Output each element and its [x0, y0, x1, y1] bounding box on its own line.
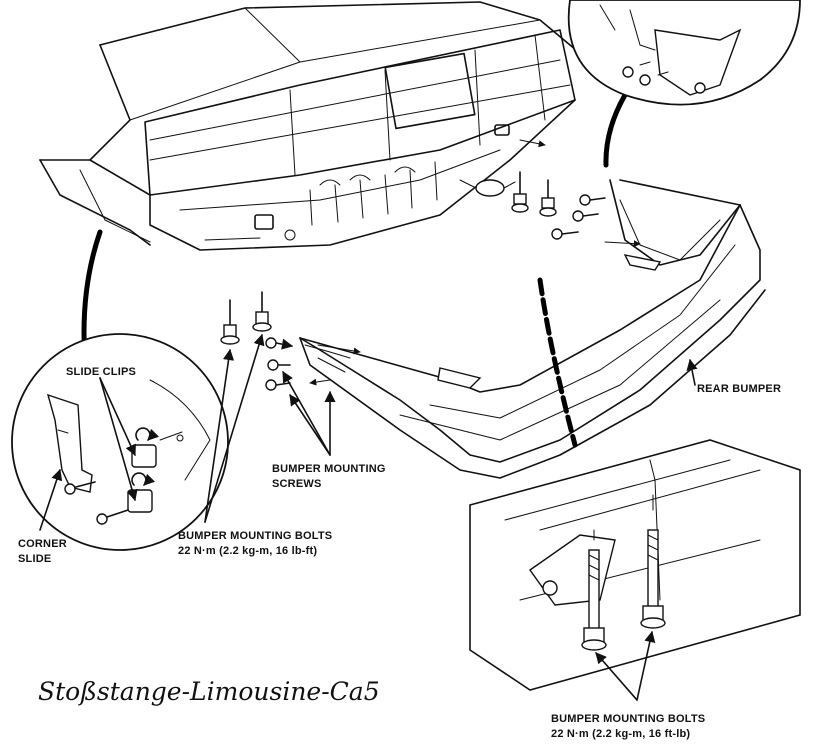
car-body-drawing — [39, 1, 601, 251]
caption-handwritten: Stoßstange-Limousine-Ca5 — [38, 677, 380, 706]
detail-bolt-1 — [581, 549, 607, 651]
bolt-right-2 — [539, 179, 557, 217]
corner-slide-label-line1: CORNER — [18, 538, 67, 550]
bumper-mounting-bolts-left-label-line1: BUMPER MOUNTING BOLTS — [178, 530, 332, 542]
bolt-right-1 — [511, 171, 529, 213]
detail-box-bottom-right — [469, 439, 801, 691]
bolt-left-2 — [252, 291, 272, 332]
bumper-mounting-bolts-right-label-line1: BUMPER MOUNTING BOLTS — [551, 713, 705, 725]
screw-left-2 — [267, 359, 291, 371]
detail-circle-top-right — [567, 0, 801, 106]
screw-left-1 — [265, 337, 294, 350]
bumper-mounting-bolts-left-torque: 22 N·m (2.2 kg-m, 16 lb-ft) — [178, 545, 317, 557]
corner-slide-label-line2: SLIDE — [18, 553, 51, 565]
bumper-mounting-bolts-right-torque: 22 N·m (2.2 kg-m, 16 ft-lb) — [551, 728, 690, 740]
main-view-fasteners — [220, 139, 641, 391]
bumper-mounting-screws-label-line2: SCREWS — [272, 478, 321, 490]
screw-left-3 — [265, 379, 291, 391]
bumper-mounting-screws-label-line1: BUMPER MOUNTING — [272, 463, 386, 475]
rear-bumper-drawing — [299, 179, 766, 479]
screw-right-2 — [572, 210, 599, 222]
label-leaders — [39, 333, 698, 701]
detail-circle-left — [11, 333, 229, 551]
rear-bumper-label: REAR BUMPER — [697, 383, 781, 395]
slide-clips-label: SLIDE CLIPS — [66, 366, 136, 378]
bolt-left-1 — [220, 299, 240, 345]
detail-bolt-2 — [640, 529, 666, 629]
screw-right-1 — [579, 194, 606, 206]
screw-right-3 — [551, 228, 579, 240]
